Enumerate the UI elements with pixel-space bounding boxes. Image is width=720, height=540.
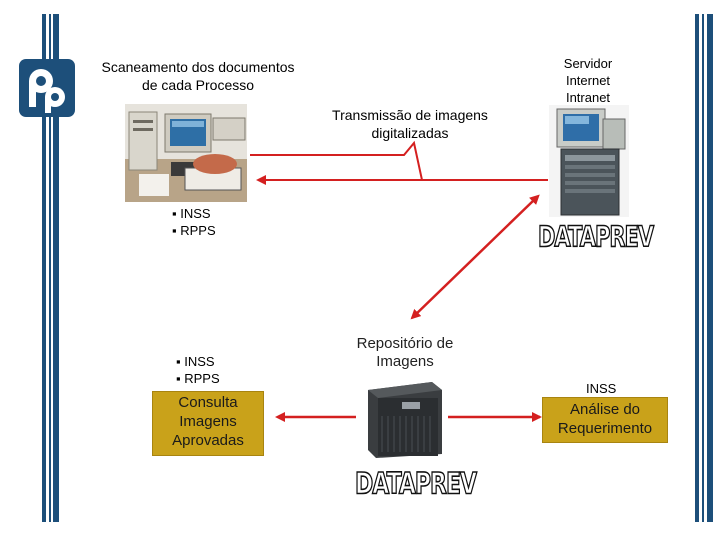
- scan-org-item: ▪ INSS: [172, 206, 211, 221]
- consult-org-item: ▪ INSS: [176, 354, 215, 369]
- consult-box-line1: Consulta: [178, 394, 238, 411]
- dataprev-logo-top: DATAPREV: [537, 220, 654, 254]
- right-frame-bar-3: [707, 14, 713, 522]
- left-frame-bar-3: [53, 14, 59, 522]
- consult-org-item: ▪ RPPS: [176, 371, 220, 386]
- transmission-label: Transmissão de imagens digitalizadas: [318, 106, 502, 142]
- scan-title-line2: de cada Processo: [141, 77, 255, 93]
- scan-orgs-list: ▪ INSS ▪ RPPS: [172, 205, 216, 239]
- repository-link-arrow: [410, 194, 540, 320]
- analysis-box-line1: Análise do: [569, 401, 641, 418]
- analysis-box-line2: Requerimento: [557, 420, 653, 437]
- pp-logo-icon: [18, 58, 76, 118]
- repository-label-line2: Imagens: [376, 353, 434, 370]
- scanner-workstation-image: [125, 104, 247, 202]
- dataprev-logo-bottom: DATAPREV: [354, 467, 477, 502]
- right-frame-bar-2: [702, 14, 704, 522]
- server-label-line3: Intranet: [565, 90, 611, 105]
- consult-orgs-list: ▪ INSS ▪ RPPS: [176, 353, 220, 387]
- transmission-label-line2: digitalizadas: [371, 125, 449, 141]
- consult-box-line3: Aprovadas: [172, 432, 244, 449]
- consult-box-line2: Imagens: [179, 413, 237, 430]
- repository-server-image: [362, 376, 446, 460]
- transmission-arrow: [250, 140, 548, 181]
- scan-title: Scaneamento dos documentos de cada Proce…: [88, 58, 308, 94]
- scan-title-line1: Scaneamento dos documentos: [101, 59, 295, 75]
- left-frame-bar-2: [49, 14, 51, 522]
- server-label-line2: Internet: [565, 73, 611, 88]
- analysis-box: Análise do Requerimento: [542, 397, 668, 443]
- server-label: Servidor Internet Intranet: [548, 55, 628, 106]
- consult-images-box: Consulta Imagens Aprovadas: [152, 391, 264, 456]
- repository-label-line1: Repositório de: [356, 335, 454, 352]
- repository-label: Repositório de Imagens: [340, 335, 470, 371]
- right-frame-bar-1: [695, 14, 699, 522]
- server-label-line1: Servidor: [563, 56, 613, 71]
- server-image: [549, 105, 629, 217]
- analysis-org-label: INSS: [586, 381, 617, 396]
- left-frame-bar-1: [42, 14, 46, 522]
- scan-org-item: ▪ RPPS: [172, 223, 216, 238]
- transmission-label-line1: Transmissão de imagens: [332, 107, 488, 123]
